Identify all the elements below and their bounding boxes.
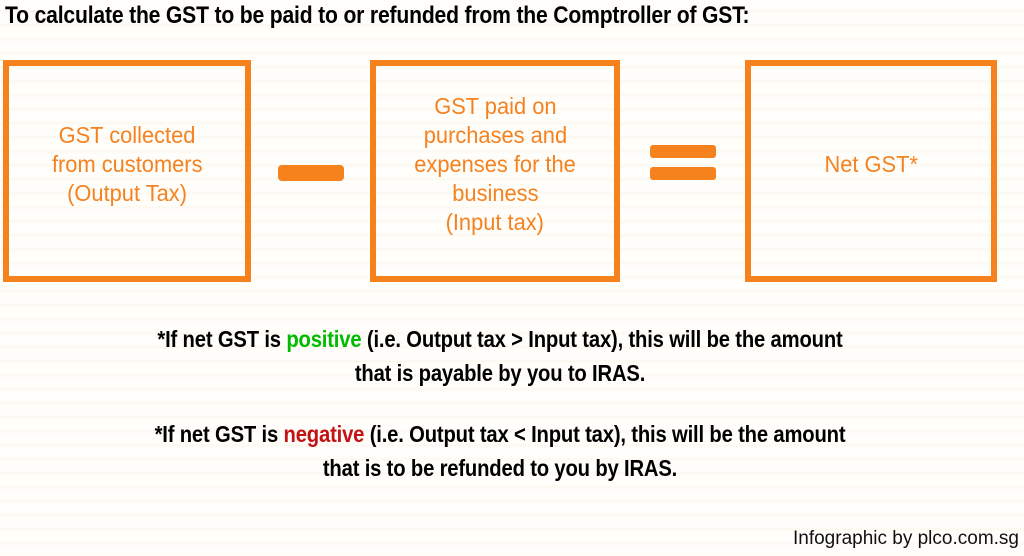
negative-note-line2: that is to be refunded to you by IRAS. bbox=[322, 455, 678, 481]
input-tax-box-line: expenses for the bbox=[414, 150, 576, 177]
input-tax-box: GST paid on purchases and expenses for t… bbox=[370, 60, 620, 282]
positive-note: *If net GST is positive (i.e. Output tax… bbox=[60, 322, 940, 390]
output-tax-box-line: (Output Tax) bbox=[67, 179, 187, 206]
input-tax-box-line: GST paid on bbox=[433, 92, 557, 119]
input-tax-box-line: purchases and bbox=[423, 121, 567, 148]
input-tax-box-line: business bbox=[451, 179, 539, 206]
negative-note-prefix: *If net GST is bbox=[154, 421, 284, 447]
net-gst-box: Net GST* bbox=[745, 60, 997, 282]
minus-operator-icon bbox=[278, 165, 344, 181]
positive-note-line1: *If net GST is positive (i.e. Output tax… bbox=[60, 322, 940, 356]
equals-operator-icon bbox=[650, 145, 716, 180]
output-tax-box-line: GST collected bbox=[58, 121, 196, 148]
credit-text: Infographic by plco.com.sg bbox=[792, 528, 1019, 549]
negative-note: *If net GST is negative (i.e. Output tax… bbox=[60, 417, 940, 485]
equals-bar-bottom bbox=[650, 167, 716, 180]
positive-note-prefix: *If net GST is bbox=[157, 326, 287, 352]
page-title: To calculate the GST to be paid to or re… bbox=[5, 2, 750, 29]
negative-note-line1: *If net GST is negative (i.e. Output tax… bbox=[60, 417, 940, 451]
negative-note-suffix: (i.e. Output tax < Input tax), this will… bbox=[364, 421, 846, 447]
net-gst-box-line: Net GST* bbox=[824, 150, 918, 177]
output-tax-box: GST collected from customers (Output Tax… bbox=[3, 60, 251, 282]
equals-bar-top bbox=[650, 145, 716, 158]
positive-keyword: positive bbox=[286, 326, 362, 352]
input-tax-box-line: (Input tax) bbox=[445, 208, 545, 235]
negative-keyword: negative bbox=[283, 421, 365, 447]
positive-note-suffix: (i.e. Output tax > Input tax), this will… bbox=[361, 326, 843, 352]
positive-note-line2: that is payable by you to IRAS. bbox=[354, 360, 646, 386]
output-tax-box-line: from customers bbox=[51, 150, 203, 177]
